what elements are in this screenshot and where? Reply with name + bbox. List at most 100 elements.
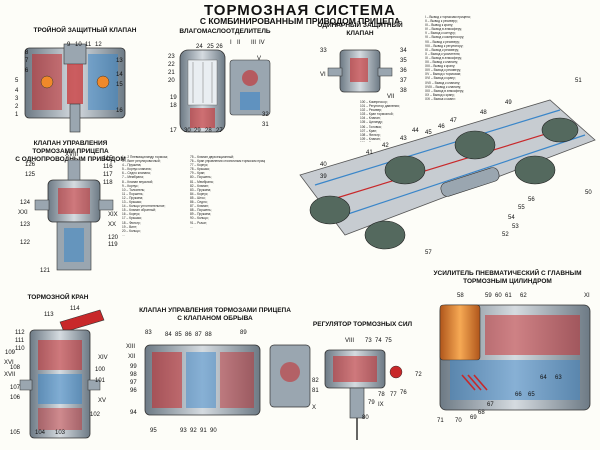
callout-brake-valve-104: 104	[35, 430, 46, 436]
callout-booster-59: 59	[485, 293, 492, 299]
callout-triple-valve-14: 14	[116, 72, 123, 78]
callout-chassis-42: 42	[382, 143, 389, 149]
section-title-brake-valve: ТОРМОЗНОЙ КРАН	[27, 294, 89, 301]
callout-booster-XI: XI	[584, 293, 590, 299]
callout-trailer-single-122: 122	[20, 240, 31, 246]
callout-separator-27: 27	[216, 128, 223, 134]
callout-breakaway-XII: XII	[128, 354, 136, 360]
callout-booster-65: 65	[528, 392, 535, 398]
chassis-scheme-drawing	[299, 99, 596, 250]
callout-regulator-82: 82	[312, 378, 319, 384]
callout-trailer-single-120: 120	[108, 235, 119, 241]
callout-separator-19: 19	[170, 95, 177, 101]
callout-triple-valve-13: 13	[116, 58, 123, 64]
callout-booster-58: 58	[457, 293, 464, 299]
callout-separator-21: 21	[168, 70, 175, 76]
callout-brake-valve-112: 112	[15, 330, 25, 336]
callout-triple-valve-3: 3	[15, 96, 19, 102]
legend-left: 1 – 2 Пневмоцилиндр тормоза; 3 – Винт ре…	[122, 155, 168, 237]
callout-regulator-73: 73	[365, 338, 372, 344]
callout-breakaway-84: 84	[165, 332, 172, 338]
callout-breakaway-89: 89	[240, 330, 247, 336]
callout-brake-valve-106: 106	[10, 395, 21, 401]
callout-booster-61: 61	[505, 293, 512, 299]
callout-separator-17: 17	[170, 128, 177, 134]
callout-booster-69: 69	[470, 415, 477, 421]
callout-brake-valve-XV: XV	[98, 398, 107, 404]
callout-trailer-single-118: 118	[103, 180, 113, 186]
callout-brake-valve-102: 102	[90, 412, 101, 418]
callout-regulator-77: 77	[390, 392, 397, 398]
callout-breakaway-88: 88	[205, 332, 212, 338]
callout-breakaway-86: 86	[185, 332, 192, 338]
callout-chassis-41: 41	[366, 150, 373, 156]
callout-regulator-IX: IX	[378, 402, 384, 408]
callout-booster-64: 64	[540, 375, 547, 381]
callout-chassis-57: 57	[425, 250, 432, 256]
callout-single-valve-38: 38	[400, 88, 407, 94]
callout-separator-II: II	[237, 40, 241, 46]
callout-separator-18: 18	[170, 103, 177, 109]
callout-brake-valve-113: 113	[44, 312, 54, 318]
callout-chassis-56: 56	[528, 197, 535, 203]
legend-center: 75 – Клапан двухсекционный; 76 – Кран уп…	[190, 155, 265, 229]
callout-brake-valve-100: 100	[95, 367, 106, 373]
callout-triple-valve-7: 7	[25, 58, 29, 64]
legend-right: I – Вывод к тормозам прицепа; II – Вывод…	[425, 15, 471, 100]
callout-breakaway-85: 85	[175, 332, 182, 338]
callout-triple-valve-8: 8	[25, 50, 29, 56]
callout-breakaway-95: 95	[150, 428, 157, 434]
triple-protection-valve-drawing	[24, 43, 126, 133]
single-protection-valve-drawing	[327, 49, 393, 93]
callout-chassis-39: 39	[320, 174, 327, 180]
callout-regulator-VIII: VIII	[345, 338, 355, 344]
callout-chassis-40: 40	[320, 162, 327, 168]
callout-breakaway-98: 98	[130, 372, 137, 378]
callout-brake-valve-XIV: XIV	[98, 355, 108, 361]
section-title-triple-valve: ТРОЙНОЙ ЗАЩИТНЫЙ КЛАПАН	[33, 27, 137, 34]
callout-separator-20: 20	[168, 78, 175, 84]
callout-chassis-55: 55	[518, 205, 525, 211]
callout-trailer-single-116: 116	[103, 164, 113, 170]
callout-breakaway-XIII: XIII	[126, 344, 136, 350]
callout-booster-63: 63	[555, 375, 562, 381]
callout-brake-valve-114: 114	[70, 306, 80, 312]
callout-triple-valve-6: 6	[25, 68, 29, 74]
callout-booster-68: 68	[478, 410, 485, 416]
callout-chassis-49: 49	[505, 100, 512, 106]
callout-breakaway-92: 92	[190, 428, 197, 434]
callout-regulator-75: 75	[385, 338, 392, 344]
callout-breakaway-83: 83	[145, 330, 152, 336]
callout-regulator-76: 76	[400, 390, 407, 396]
callout-triple-valve-2: 2	[15, 104, 19, 110]
trailer-valve-breakaway-drawing	[144, 344, 311, 416]
callout-regulator-74: 74	[375, 338, 382, 344]
callout-chassis-52: 52	[502, 232, 509, 238]
callout-breakaway-87: 87	[195, 332, 202, 338]
callout-regulator-79: 79	[368, 400, 375, 406]
section-title-single-valve: ОДИНАРНЫЙ ЗАЩИТНЫЙ КЛАПАН	[317, 22, 403, 37]
section-title-force-regulator: РЕГУЛЯТОР ТОРМОЗНЫХ СИЛ	[312, 321, 413, 328]
callout-trailer-single-126: 126	[25, 162, 36, 168]
force-regulator-drawing	[324, 349, 403, 440]
booster-drawing	[439, 304, 591, 411]
callout-chassis-50: 50	[585, 190, 592, 196]
section-title-booster: УСИЛИТЕЛЬ ПНЕВМАТИЧЕСКИЙ С ГЛАВНЫМ ТОРМО…	[433, 270, 582, 285]
callout-separator-31: 31	[262, 122, 269, 128]
callout-separator-22: 22	[168, 62, 175, 68]
section-title-trailer-valve-breakaway: КЛАПАН УПРАВЛЕНИЯ ТОРМОЗАМИ ПРИЦЕПА С КЛ…	[139, 307, 291, 322]
callout-breakaway-96: 96	[130, 388, 137, 394]
callout-separator-23: 23	[168, 54, 175, 60]
callout-booster-71: 71	[437, 418, 444, 424]
callout-brake-valve-105: 105	[10, 430, 21, 436]
callout-triple-valve-9: 9	[67, 42, 71, 48]
callout-booster-72: 72	[415, 372, 422, 378]
callout-trailer-single-XXI: XXI	[18, 210, 28, 216]
callout-regulator-81: 81	[312, 388, 319, 394]
callout-brake-valve-XVII: XVII	[4, 372, 16, 378]
callout-regulator-80: 80	[362, 415, 369, 421]
trailer-valve-single-drawing	[34, 159, 114, 271]
callout-triple-valve-4: 4	[15, 88, 19, 94]
callout-separator-IV: IV	[259, 40, 265, 46]
